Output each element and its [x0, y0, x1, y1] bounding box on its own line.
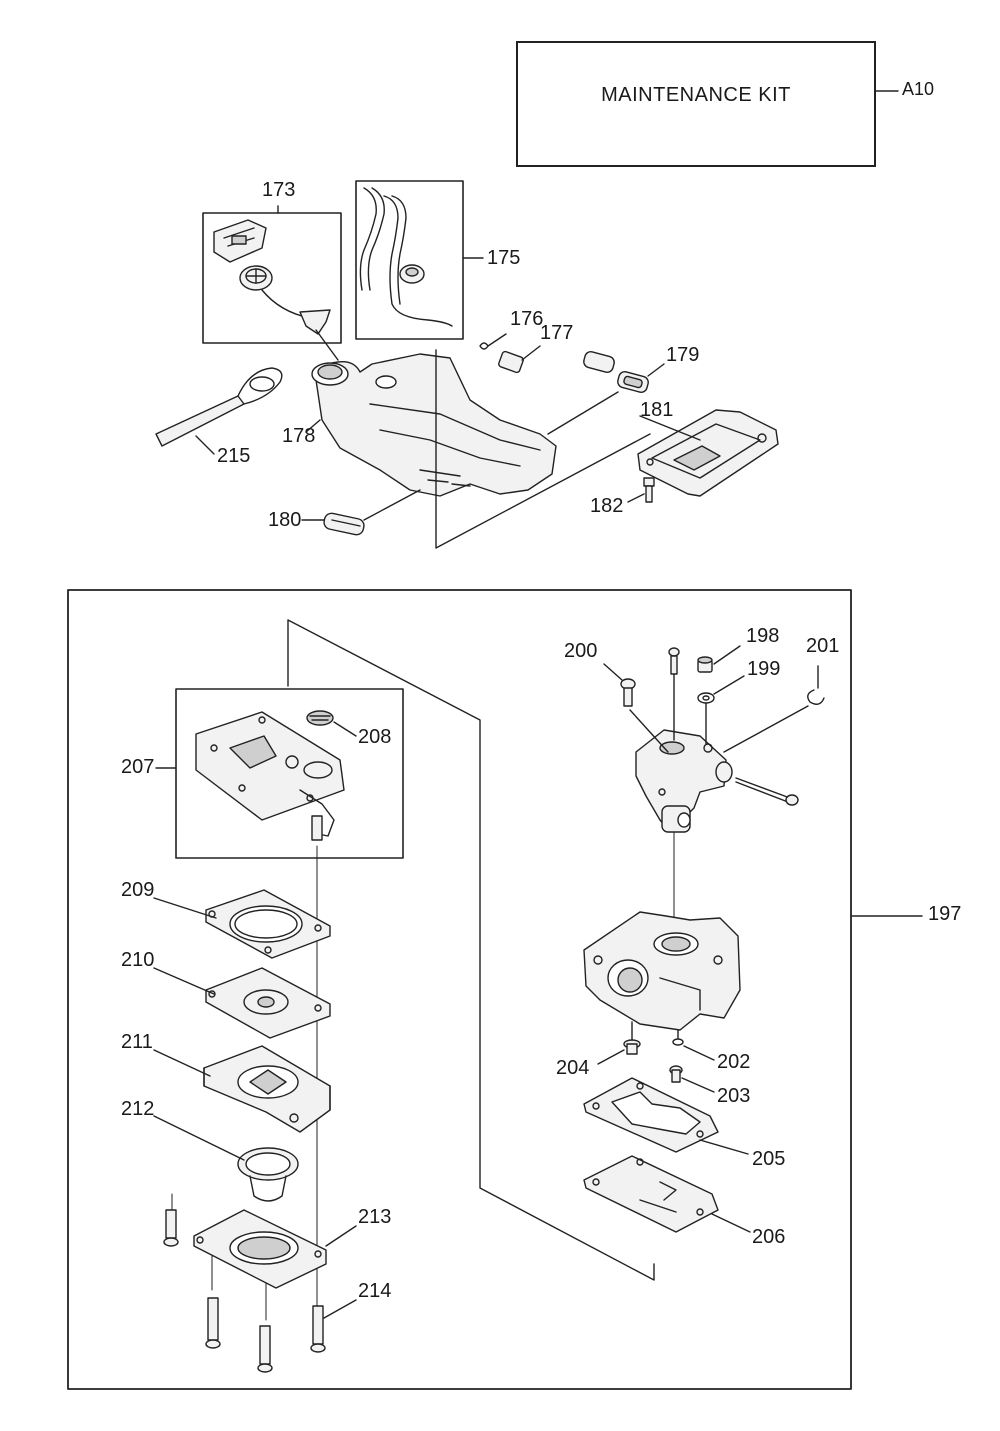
callout-203: 203 — [717, 1085, 751, 1107]
callout-214: 214 — [358, 1280, 392, 1302]
carburetor-box-197 — [67, 589, 852, 1390]
diaphragm-210 — [153, 967, 331, 1039]
fuel-cap-173 — [213, 219, 331, 335]
throttle-housing — [629, 659, 733, 833]
callout-210: 210 — [121, 949, 155, 971]
fuel-hoses-175 — [359, 187, 453, 327]
callout-215: 215 — [217, 445, 251, 467]
callout-180: 180 — [268, 509, 302, 531]
callout-209: 209 — [121, 879, 155, 901]
carburetor-body — [583, 911, 741, 1031]
kit-code-a10: A10 — [902, 79, 935, 99]
o-ring-202 — [672, 1029, 715, 1061]
fuel-hose-box-175 — [355, 180, 464, 340]
needle-203 — [669, 1065, 715, 1093]
gasket-205 — [583, 1077, 749, 1155]
callout-175: 175 — [487, 247, 521, 269]
callout-208: 208 — [358, 726, 392, 748]
callout-207: 207 — [121, 756, 155, 778]
callout-200: 200 — [564, 640, 598, 662]
screw-200 — [603, 663, 636, 707]
part-180 — [301, 489, 421, 536]
grommet-179 — [583, 351, 665, 393]
fuel-filter-177 — [498, 345, 541, 374]
pump-cover-207 — [195, 711, 345, 841]
screws-214 — [163, 1209, 357, 1373]
plug-198 — [697, 645, 741, 673]
callout-202: 202 — [717, 1051, 751, 1073]
leader-tank-grommet — [547, 391, 619, 435]
lever-screw — [735, 777, 799, 806]
fuel-cap-box-173 — [202, 212, 342, 344]
callout-198: 198 — [746, 625, 780, 647]
maintenance-kit-box: MAINTENANCE KIT — [516, 41, 876, 167]
assembly-leader-top — [435, 349, 651, 549]
callout-177: 177 — [540, 322, 574, 344]
callout-201: 201 — [806, 635, 840, 657]
pump-body-211 — [153, 1045, 331, 1133]
washer-199 — [697, 675, 745, 745]
tool-215 — [155, 367, 283, 455]
valve-204 — [597, 1021, 641, 1065]
screw-upper — [668, 647, 680, 675]
callout-213: 213 — [358, 1206, 392, 1228]
callout-206: 206 — [752, 1226, 786, 1248]
cover-plate-213 — [193, 1209, 357, 1289]
gasket-209 — [153, 889, 331, 959]
clip-176 — [479, 333, 507, 350]
bracket-181 — [637, 409, 779, 497]
pump-cover-box-207 — [175, 688, 404, 859]
callout-211: 211 — [121, 1031, 153, 1053]
callout-178: 178 — [282, 425, 316, 447]
diaphragm-206 — [583, 1155, 751, 1233]
callout-205: 205 — [752, 1148, 786, 1170]
screen-208 — [306, 710, 357, 737]
callout-199: 199 — [747, 658, 781, 680]
callout-173: 173 — [262, 179, 296, 201]
fuel-tank-178 — [305, 329, 557, 497]
callout-182: 182 — [590, 495, 624, 517]
maintenance-kit-label: MAINTENANCE KIT — [601, 84, 791, 106]
e-clip-201 — [723, 665, 825, 753]
callout-197: 197 — [928, 903, 962, 925]
callout-204: 204 — [556, 1057, 590, 1079]
callout-179: 179 — [666, 344, 700, 366]
callout-181: 181 — [640, 399, 674, 421]
callout-176: 176 — [510, 308, 544, 330]
screw-182 — [627, 477, 655, 503]
cup-212 — [153, 1115, 299, 1202]
callout-212: 212 — [121, 1098, 155, 1120]
assembly-leader-bottom — [287, 619, 655, 1281]
